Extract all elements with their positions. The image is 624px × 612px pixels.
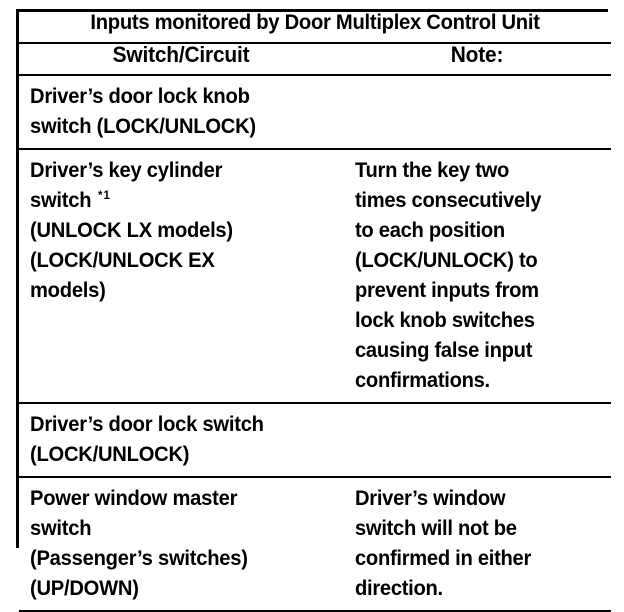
cell-switch-circuit: Driver’s door lock switch (LOCK/UNLOCK) [19, 402, 343, 478]
inputs-monitored-table: Inputs monitored by Door Multiplex Contr… [16, 9, 612, 612]
cell-switch-circuit: Power window master switch (Passenger’s … [19, 476, 343, 612]
cell-content [343, 404, 611, 416]
cell-line: models) [30, 279, 106, 302]
cell-line: direction. [355, 577, 443, 600]
cell-content: Power window master switch (Passenger’s … [19, 478, 343, 610]
cell-line-text: switch [30, 189, 92, 212]
cell-switch-circuit: Driver’s door lock knob switch (LOCK/UNL… [19, 74, 343, 150]
column-header-note: Note: [343, 42, 612, 76]
table-row: Driver’s key cylinder switch *1 (UNLOCK L… [19, 148, 612, 404]
cell-content: Driver’s window switch will not be confi… [343, 478, 611, 610]
table-header-row: Switch/Circuit Note: [19, 42, 612, 76]
cell-line: Driver’s key cylinder [30, 159, 223, 182]
table-row: Driver’s door lock knob switch (LOCK/UNL… [19, 74, 612, 150]
cell-line: Driver’s door lock switch [30, 413, 264, 436]
table-title-cell: Inputs monitored by Door Multiplex Contr… [19, 10, 612, 44]
cell-line: (LOCK/UNLOCK) [30, 443, 190, 466]
cell-content: Driver’s key cylinder switch *1 (UNLOCK L… [19, 150, 343, 312]
cell-note [343, 402, 612, 478]
cell-line: switch will not be [355, 517, 517, 540]
column-header-switch-circuit: Switch/Circuit [19, 42, 343, 76]
cell-line: confirmations. [355, 369, 490, 392]
cell-line: Driver’s window [355, 487, 506, 510]
table-title-row: Inputs monitored by Door Multiplex Contr… [19, 10, 612, 44]
cell-line: switch [30, 517, 92, 540]
cell-content: Driver’s door lock switch (LOCK/UNLOCK) [19, 404, 343, 476]
cell-content: Driver’s door lock knob switch (LOCK/UNL… [19, 76, 343, 148]
cell-line: switch (LOCK/UNLOCK) [30, 115, 256, 138]
cell-line: causing false input [355, 339, 533, 362]
table-row: Power window master switch (Passenger’s … [19, 476, 612, 612]
cell-line: Power window master [30, 487, 238, 510]
cell-line: to each position [355, 219, 505, 242]
cell-line: prevent inputs from [355, 279, 539, 302]
cell-line: (UP/DOWN) [30, 577, 139, 600]
table: Inputs monitored by Door Multiplex Contr… [19, 10, 612, 612]
cell-line: (LOCK/UNLOCK) to [355, 249, 538, 272]
cell-line: (UNLOCK LX models) [30, 219, 233, 242]
footnote-marker: *1 [98, 188, 111, 202]
cell-line-with-footnote: switch *1 [30, 186, 323, 216]
cell-note: Turn the key two times consecutively to … [343, 148, 612, 404]
cell-line: times consecutively [355, 189, 542, 212]
column-header-note-label: Note: [450, 42, 504, 67]
cell-content: Turn the key two times consecutively to … [343, 150, 611, 402]
cell-switch-circuit: Driver’s key cylinder switch *1 (UNLOCK L… [19, 148, 343, 404]
cell-note [343, 74, 612, 150]
cell-line: (LOCK/UNLOCK EX [30, 249, 215, 272]
cell-line: confirmed in either [355, 547, 532, 570]
cell-note: Driver’s window switch will not be confi… [343, 476, 612, 612]
column-header-switch-circuit-label: Switch/Circuit [112, 42, 250, 67]
cell-line: Driver’s door lock knob [30, 85, 250, 108]
cell-line: lock knob switches [355, 309, 535, 332]
cell-line: Turn the key two [355, 159, 510, 182]
cell-line: (Passenger’s switches) [30, 547, 248, 570]
cell-content [343, 76, 611, 88]
table-title: Inputs monitored by Door Multiplex Contr… [90, 10, 540, 34]
table-row: Driver’s door lock switch (LOCK/UNLOCK) [19, 402, 612, 478]
page-canvas: Inputs monitored by Door Multiplex Contr… [16, 9, 612, 612]
